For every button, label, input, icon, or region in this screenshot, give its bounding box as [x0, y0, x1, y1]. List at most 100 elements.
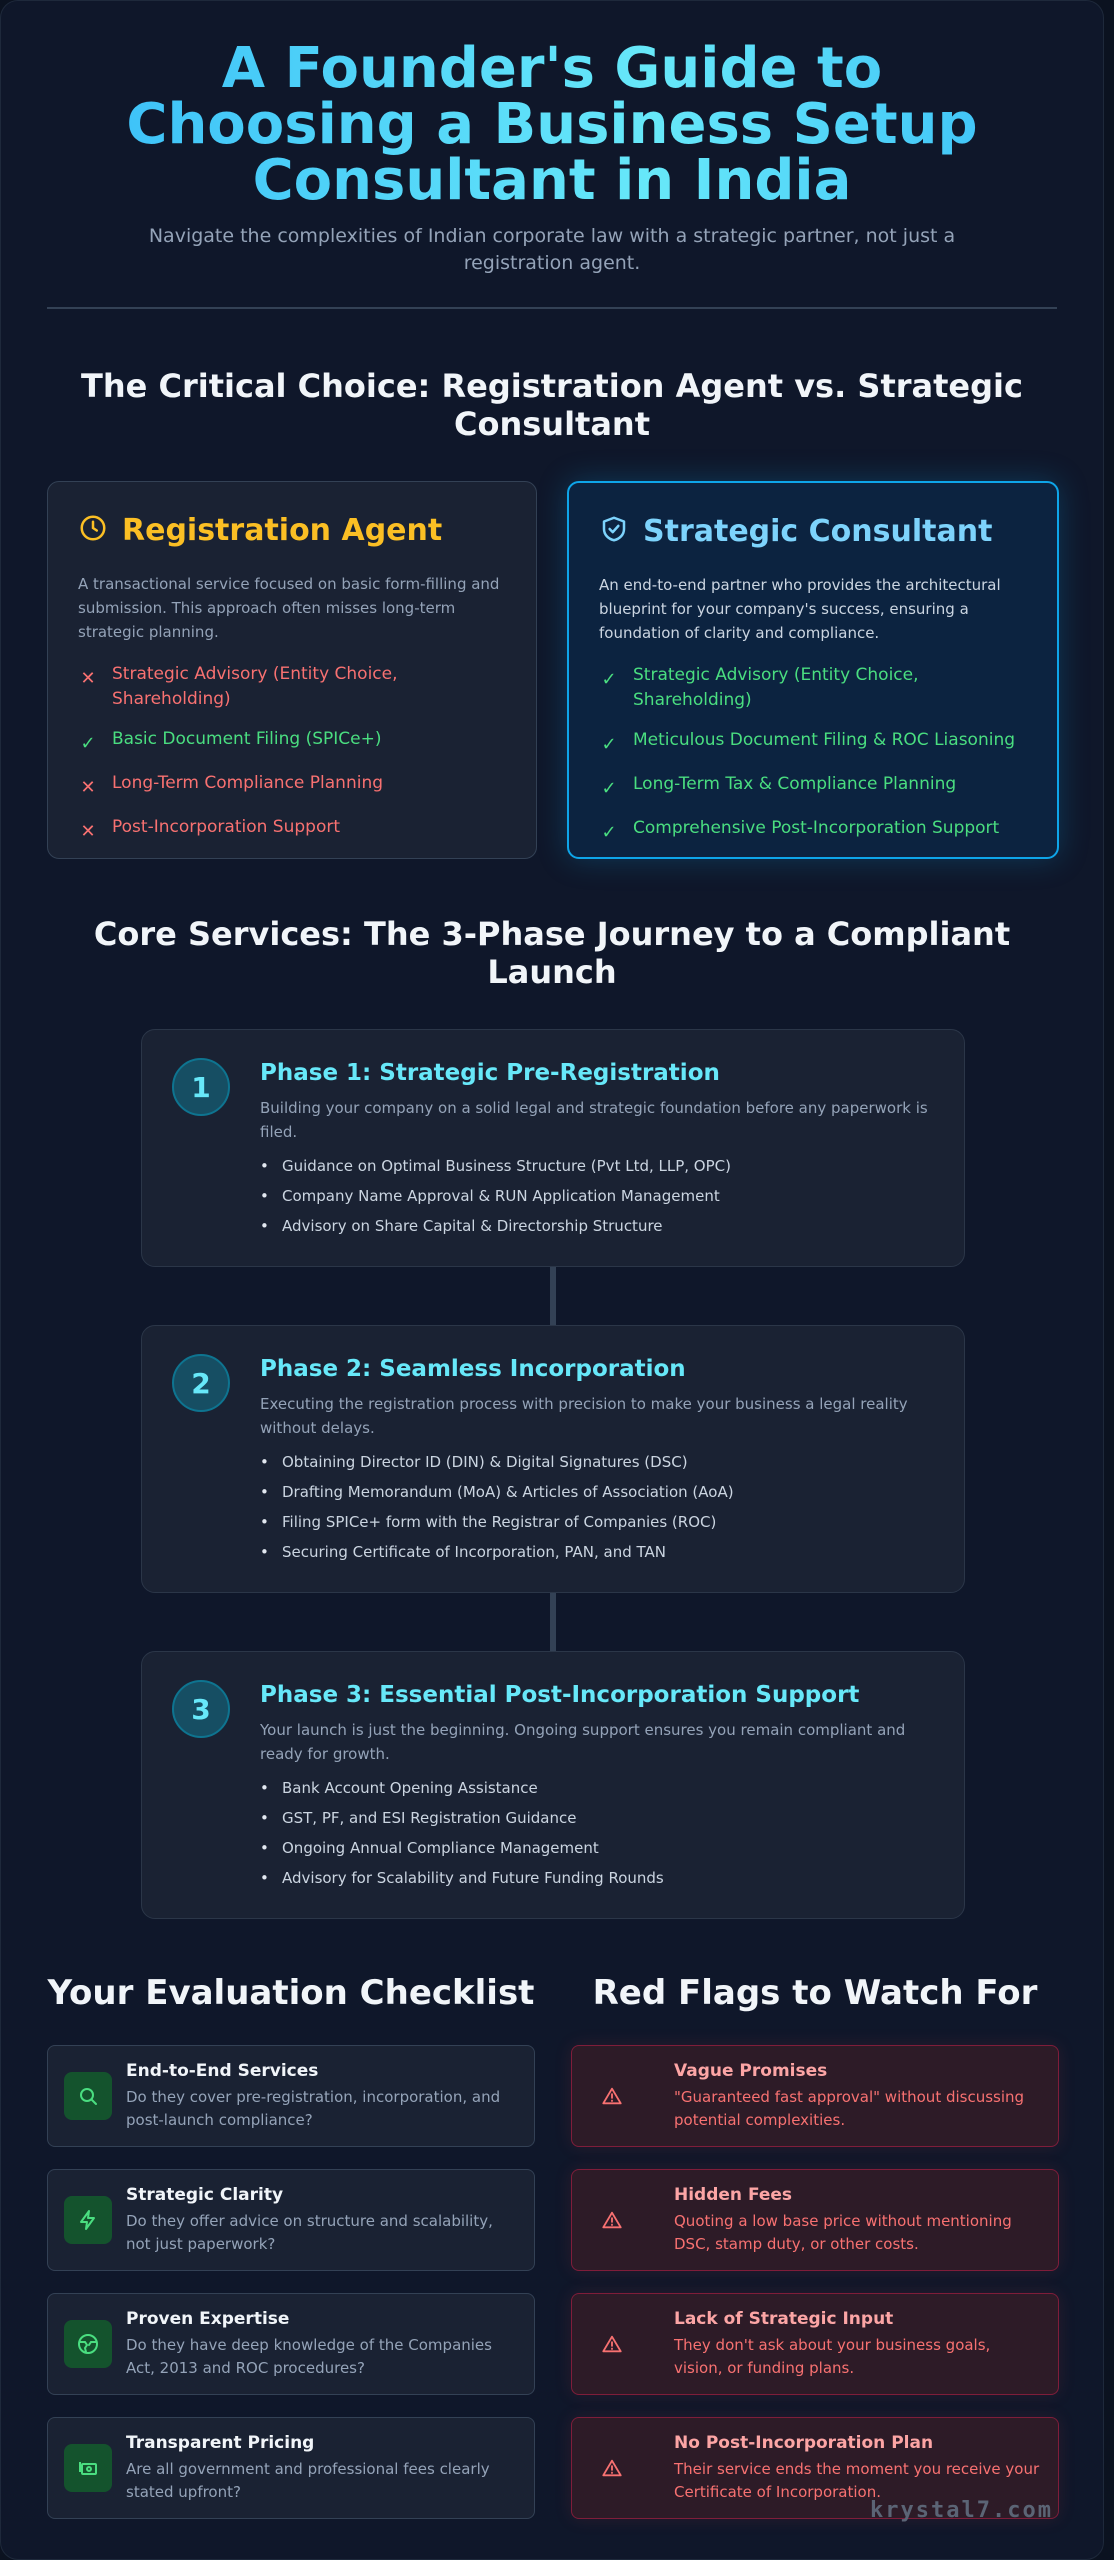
agent-title: Registration Agent	[122, 512, 443, 548]
agent-description: A transactional service focused on basic…	[78, 575, 500, 641]
list-item: Drafting Memorandum (MoA) & Articles of …	[260, 1482, 934, 1502]
checklist-item-title: End-to-End Services	[126, 2061, 319, 2081]
globe-icon	[64, 2320, 112, 2368]
shield-check-icon	[599, 514, 629, 548]
checklist-item-description: Are all government and professional fees…	[126, 2460, 490, 2501]
feature-label: Long-Term Tax & Compliance Planning	[633, 774, 957, 794]
list-item: Advisory on Share Capital & Directorship…	[260, 1216, 934, 1236]
checklist-item-description: Do they offer advice on structure and sc…	[126, 2212, 493, 2253]
list-item: Obtaining Director ID (DIN) & Digital Si…	[260, 1452, 934, 1472]
list-item: Advisory for Scalability and Future Fund…	[260, 1868, 934, 1888]
phase-description: Your launch is just the beginning. Ongoi…	[260, 1721, 906, 1763]
list-item: Ongoing Annual Compliance Management	[260, 1838, 934, 1858]
list-item: ✓ Strategic Advisory (Entity Choice, Shar…	[599, 663, 1027, 713]
timeline-connector	[550, 1265, 556, 1327]
phase-points: Bank Account Opening Assistance GST, PF,…	[260, 1778, 934, 1888]
money-icon	[64, 2444, 112, 2492]
feature-label: Comprehensive Post-Incorporation Support	[633, 818, 1000, 838]
checklist-item: Strategic Clarity Do they offer advice o…	[47, 2169, 535, 2271]
red-flag-title: No Post-Incorporation Plan	[674, 2433, 934, 2453]
comparison-title: The Critical Choice: Registration Agent …	[81, 367, 1023, 443]
red-flag-description: Quoting a low base price without mention…	[674, 2212, 1012, 2253]
checklist-title: Your Evaluation Checklist	[47, 1973, 535, 2013]
phase-number: 3	[172, 1680, 230, 1738]
list-item: ✓ Comprehensive Post-Incorporation Suppor…	[599, 816, 1027, 845]
phase-title: Phase 1: Strategic Pre-Registration	[260, 1060, 720, 1086]
check-icon: ✓	[601, 778, 617, 799]
checklist-item-description: Do they have deep knowledge of the Compa…	[126, 2336, 492, 2377]
list-item: Securing Certificate of Incorporation, P…	[260, 1542, 934, 1562]
list-item: ✓ Meticulous Document Filing & ROC Liason…	[599, 728, 1027, 757]
page-subtitle: Navigate the complexities of Indian corp…	[148, 225, 956, 274]
list-item: Bank Account Opening Assistance	[260, 1778, 934, 1798]
lightning-icon	[64, 2196, 112, 2244]
phase-title: Phase 3: Essential Post-Incorporation Su…	[260, 1682, 860, 1708]
red-flag-description: Their service ends the moment you receiv…	[674, 2460, 1040, 2501]
warning-icon	[588, 2196, 636, 2244]
phase-number: 2	[172, 1354, 230, 1412]
red-flag-title: Lack of Strategic Input	[674, 2309, 894, 2329]
list-item: ✕ Strategic Advisory (Entity Choice, Shar…	[78, 662, 506, 712]
phase-number: 1	[172, 1058, 230, 1116]
list-item: ✓ Long-Term Tax & Compliance Planning	[599, 772, 1027, 801]
phase-card-3: 3 Phase 3: Essential Post-Incorporation …	[141, 1651, 965, 1919]
checklist-item-title: Transparent Pricing	[126, 2433, 315, 2453]
phases-timeline: 1 Phase 1: Strategic Pre-Registration Bu…	[1, 1029, 1103, 1929]
red-flag-description: They don't ask about your business goals…	[674, 2336, 991, 2377]
consultant-title: Strategic Consultant	[643, 513, 993, 549]
list-item: Company Name Approval & RUN Application …	[260, 1186, 934, 1206]
feature-label: Long-Term Compliance Planning	[112, 773, 384, 793]
check-icon: ✓	[80, 733, 96, 754]
red-flag-item: Hidden Fees Quoting a low base price wit…	[571, 2169, 1059, 2271]
feature-label: Post-Incorporation Support	[112, 817, 340, 837]
red-flag-item: No Post-Incorporation Plan Their service…	[571, 2417, 1059, 2519]
watermark: krystal7.com	[870, 2498, 1053, 2523]
consultant-feature-list: ✓ Strategic Advisory (Entity Choice, Shar…	[599, 663, 1027, 845]
red-flag-description: "Guaranteed fast approval" without discu…	[674, 2088, 1025, 2129]
clock-icon	[78, 513, 108, 547]
checklist-item-title: Strategic Clarity	[126, 2185, 284, 2205]
phase-card-2: 2 Phase 2: Seamless Incorporation Execut…	[141, 1325, 965, 1593]
list-item: Guidance on Optimal Business Structure (…	[260, 1156, 934, 1176]
phases-title: Core Services: The 3-Phase Journey to a …	[93, 915, 1011, 991]
phase-points: Guidance on Optimal Business Structure (…	[260, 1156, 934, 1236]
cross-icon: ✕	[80, 777, 96, 798]
phase-description: Executing the registration process with …	[260, 1395, 908, 1437]
check-icon: ✓	[601, 669, 617, 690]
red-flag-item: Vague Promises "Guaranteed fast approval…	[571, 2045, 1059, 2147]
feature-label: Basic Document Filing (SPICe+)	[112, 729, 382, 749]
strategic-consultant-card: Strategic Consultant An end-to-end partn…	[567, 481, 1059, 859]
warning-icon	[588, 2444, 636, 2492]
feature-label: Strategic Advisory (Entity Choice, Share…	[112, 664, 398, 709]
timeline-connector	[550, 1593, 556, 1655]
list-item: ✕ Post-Incorporation Support	[78, 815, 506, 844]
page-title: A Founder's Guide to Choosing a Business…	[41, 41, 1063, 209]
list-item: ✓ Basic Document Filing (SPICe+)	[78, 727, 506, 756]
feature-label: Strategic Advisory (Entity Choice, Share…	[633, 665, 919, 710]
warning-icon	[588, 2072, 636, 2120]
check-icon: ✓	[601, 734, 617, 755]
comparison-section: Registration Agent A transactional servi…	[1, 481, 1103, 859]
red-flag-item: Lack of Strategic Input They don't ask a…	[571, 2293, 1059, 2395]
phase-title: Phase 2: Seamless Incorporation	[260, 1356, 686, 1382]
divider	[47, 307, 1057, 309]
checklist-item: Transparent Pricing Are all government a…	[47, 2417, 535, 2519]
feature-label: Meticulous Document Filing & ROC Liasoni…	[633, 730, 1016, 750]
hero: A Founder's Guide to Choosing a Business…	[1, 1, 1103, 277]
evaluation-section: Your Evaluation Checklist Red Flags to W…	[1, 1973, 1103, 2533]
registration-agent-card: Registration Agent A transactional servi…	[47, 481, 537, 859]
phase-card-1: 1 Phase 1: Strategic Pre-Registration Bu…	[141, 1029, 965, 1267]
list-item: Filing SPICe+ form with the Registrar of…	[260, 1512, 934, 1532]
red-flag-title: Vague Promises	[674, 2061, 828, 2081]
cross-icon: ✕	[80, 821, 96, 842]
red-flag-title: Hidden Fees	[674, 2185, 793, 2205]
agent-feature-list: ✕ Strategic Advisory (Entity Choice, Shar…	[78, 662, 506, 844]
check-icon: ✓	[601, 822, 617, 843]
cross-icon: ✕	[80, 668, 96, 689]
checklist-item-description: Do they cover pre-registration, incorpor…	[126, 2088, 501, 2129]
red-flags-title: Red Flags to Watch For	[592, 1973, 1038, 2013]
consultant-description: An end-to-end partner who provides the a…	[599, 576, 1001, 642]
phase-description: Building your company on a solid legal a…	[260, 1099, 928, 1141]
checklist-item: End-to-End Services Do they cover pre-re…	[47, 2045, 535, 2147]
